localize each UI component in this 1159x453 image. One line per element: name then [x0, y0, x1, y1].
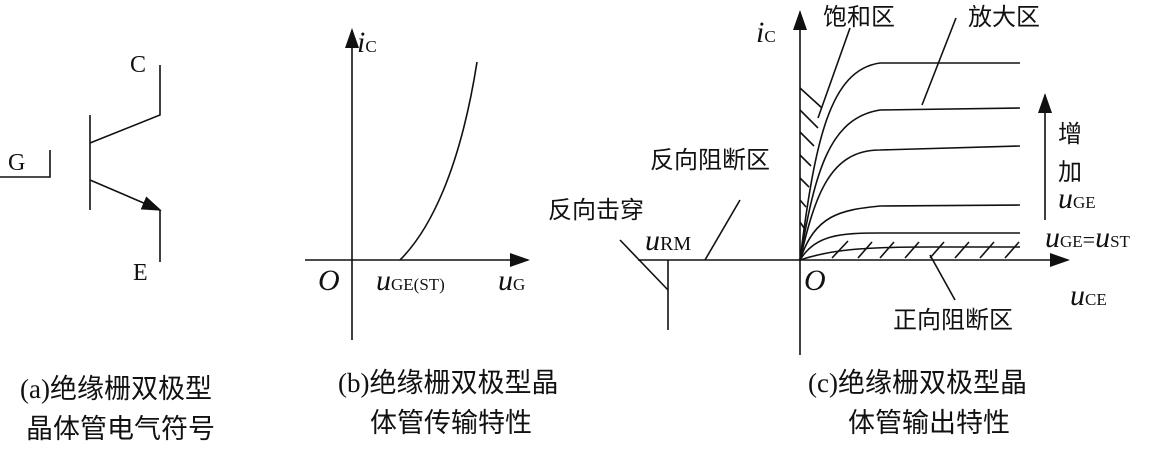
curve-threshold — [799, 246, 1020, 261]
urm-label: uRM — [645, 224, 691, 257]
line-mark — [799, 221, 805, 229]
forward-block-leader — [929, 254, 956, 301]
line-mark — [857, 241, 873, 259]
curve-5 — [799, 232, 1020, 261]
curve-1 — [799, 62, 1020, 261]
threshold-label: uGE=uST — [1045, 221, 1131, 254]
transfer-characteristic: iC O uGE(ST) uG — [305, 26, 530, 340]
b-threshold-label: uGE(ST) — [376, 264, 445, 297]
line-mark — [799, 87, 823, 109]
output-characteristic: iC O uCE 饱和区 放大区 反向阻断区 反向击穿 正向阻断区 uRM 增 … — [548, 4, 1131, 355]
c-x-label: uCE — [1070, 279, 1107, 312]
line-mark — [799, 199, 807, 208]
caption-a-line2: 晶体管电气符号 — [26, 414, 215, 444]
line-mark — [831, 240, 849, 259]
forward-block-hatch — [831, 240, 1020, 259]
text-mark: iC — [756, 16, 776, 49]
b-x-label: uG — [498, 264, 525, 297]
caption-c-line2: 体管输出特性 — [848, 408, 1010, 438]
reverse-breakdown-label: 反向击穿 — [548, 197, 644, 224]
b-origin: O — [318, 264, 340, 297]
reverse-block-leader — [704, 199, 741, 261]
reverse-block-label: 反向阻断区 — [650, 147, 770, 174]
curve-4 — [799, 204, 1021, 261]
active-label: 放大区 — [968, 4, 1040, 31]
line-mark — [799, 131, 815, 147]
gate-lead — [0, 150, 51, 178]
line-mark — [929, 241, 945, 259]
transfer-curve — [399, 61, 478, 261]
increase-char-1: 增 — [1058, 121, 1082, 148]
b-y-label: iC — [357, 26, 377, 59]
breakdown-leader — [619, 239, 669, 291]
active-leader — [921, 17, 957, 106]
uge-label: uGE — [1058, 182, 1096, 215]
line-mark — [1004, 241, 1020, 259]
saturation-label: 饱和区 — [823, 4, 895, 31]
caption-a-line1: (a)绝缘栅双极型 — [20, 374, 212, 404]
collector-lead — [89, 65, 161, 144]
saturation-hatch — [799, 87, 823, 229]
line-mark — [879, 241, 895, 259]
emitter-label: E — [133, 260, 148, 286]
saturation-leader — [817, 27, 851, 119]
increase-char-2: 加 — [1058, 159, 1082, 186]
emitter-arrow — [89, 179, 162, 211]
collector-label: C — [130, 52, 146, 78]
curve-2 — [799, 107, 1021, 261]
c-origin: O — [804, 264, 826, 297]
igbt-symbol: C G E — [0, 52, 162, 286]
caption-c-line1: (c)绝缘栅双极型晶 — [808, 368, 1027, 398]
line-mark — [954, 241, 970, 259]
line-mark — [799, 154, 812, 167]
caption-b-line2: 体管传输特性 — [370, 408, 532, 438]
line-mark — [979, 241, 995, 259]
caption-b-line1: (b)绝缘栅双极型晶 — [338, 368, 558, 398]
gate-label: G — [8, 150, 25, 176]
curve-3 — [799, 145, 1021, 261]
line-mark — [904, 241, 920, 259]
line-mark — [799, 177, 810, 188]
line-mark — [799, 109, 819, 129]
forward-block-label: 正向阻断区 — [893, 307, 1013, 334]
